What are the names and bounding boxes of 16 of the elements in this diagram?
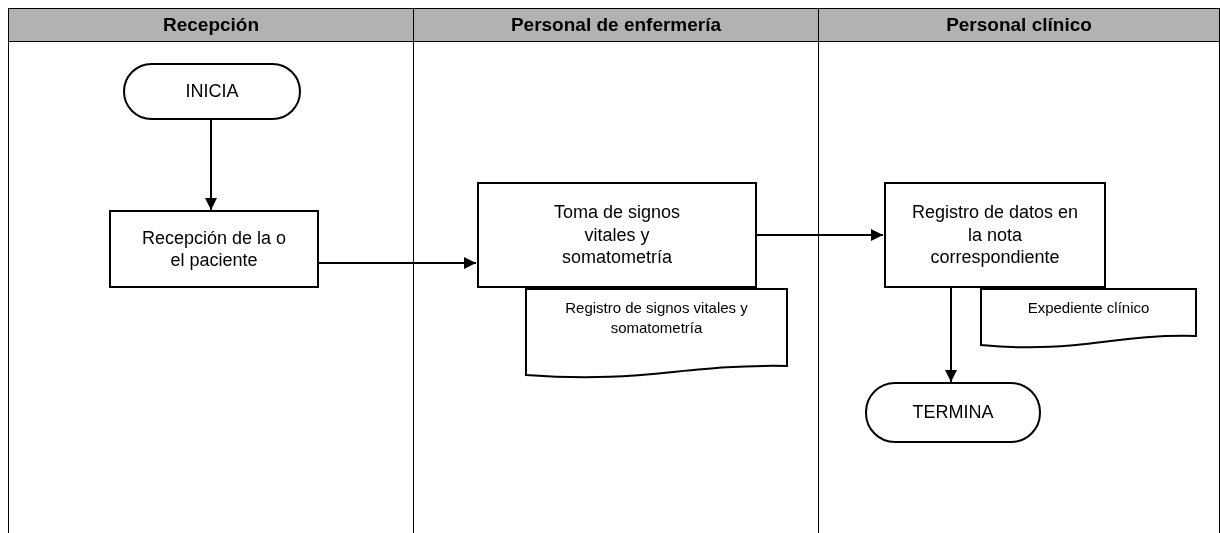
process-box: Toma de signos vitales y somatometría: [477, 182, 757, 288]
process-box: Recepción de la o el paciente: [109, 210, 319, 288]
lane-header: Personal clínico: [819, 8, 1219, 42]
swimlane: [8, 8, 414, 533]
arrow: [945, 287, 957, 383]
document-label: Registro de signos vitales y somatometría: [564, 298, 749, 337]
terminator-shape: TERMINA: [865, 382, 1041, 443]
swimlane: [818, 8, 1220, 533]
terminator-shape: INICIA: [123, 63, 301, 120]
arrow: [755, 229, 884, 241]
document-label: Expediente clínico: [1026, 298, 1151, 318]
process-box: Registro de datos en la nota correspondiente: [884, 182, 1106, 288]
lane-header: Recepción: [9, 8, 413, 42]
arrow: [317, 257, 477, 270]
lane-header: Personal de enfermería: [414, 8, 818, 42]
arrow: [205, 119, 217, 211]
